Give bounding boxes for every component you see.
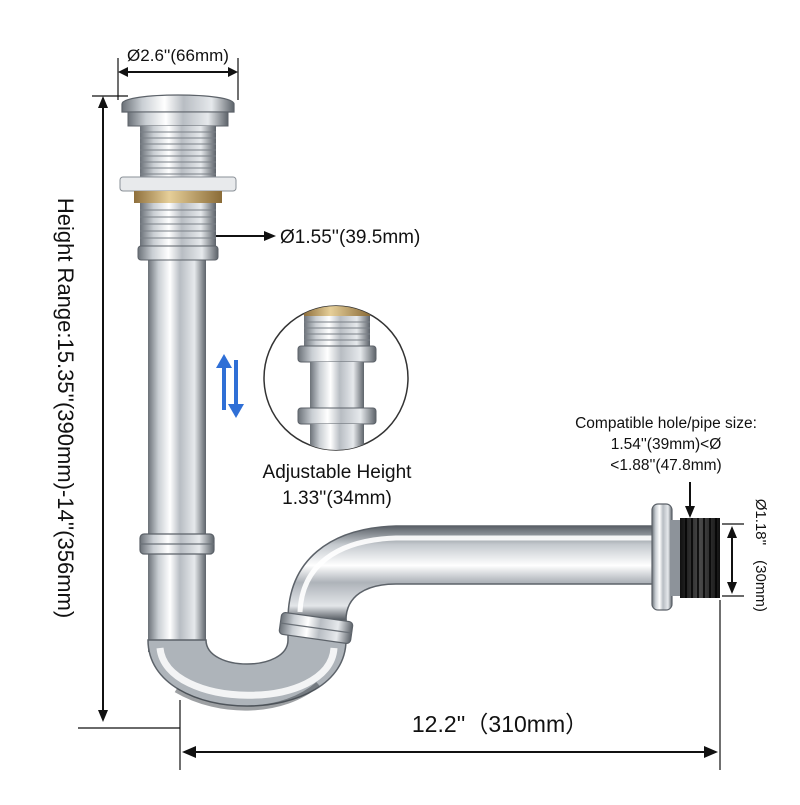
top-diameter-dimension: Ø2.6''(66mm) — [117, 46, 239, 100]
adjustable-height-caption: Adjustable Height 1.33''(34mm) — [263, 462, 413, 509]
compatible-size-line3: <1.88''(47.8mm) — [610, 457, 721, 474]
u-bend — [147, 619, 347, 711]
compatible-size-caption: Compatible hole/pipe size: 1.54''(39mm)<… — [575, 415, 757, 518]
length-label: 12.2''（310mm） — [412, 711, 588, 737]
outlet-diameter-mm: (30mm) — [752, 560, 769, 612]
popup-drain — [119, 94, 237, 261]
bend-nut — [278, 612, 354, 644]
adjustable-height-value: 1.33''(34mm) — [282, 488, 392, 509]
outlet-diameter-dimension: Ø1.18'' (30mm) — [722, 499, 769, 612]
height-dimension: Height Range:15.35''(390mm)-14''(356mm) — [53, 95, 180, 729]
tube-diameter-dimension: Ø1.55''(39.5mm) — [216, 227, 420, 248]
adjustable-height-title: Adjustable Height — [263, 462, 413, 483]
tailpiece-pipe — [148, 252, 206, 652]
tube-diameter-label: Ø1.55''(39.5mm) — [280, 227, 420, 248]
adjust-arrows-icon — [216, 354, 244, 418]
height-range-label: Height Range:15.35''(390mm)-14''(356mm) — [53, 198, 78, 618]
outlet-flange — [651, 503, 720, 611]
compatible-size-line1: Compatible hole/pipe size: — [575, 415, 757, 432]
outlet-elbow — [287, 525, 661, 621]
outlet-diameter-label: Ø1.18'' — [752, 499, 769, 546]
adjustable-detail-zoom — [263, 305, 409, 451]
length-dimension: 12.2''（310mm） — [179, 600, 721, 770]
compatible-size-line2: 1.54''(39mm)<Ø — [611, 436, 722, 453]
top-diameter-label: Ø2.6''(66mm) — [127, 46, 229, 65]
tailpiece-nut — [139, 533, 215, 555]
